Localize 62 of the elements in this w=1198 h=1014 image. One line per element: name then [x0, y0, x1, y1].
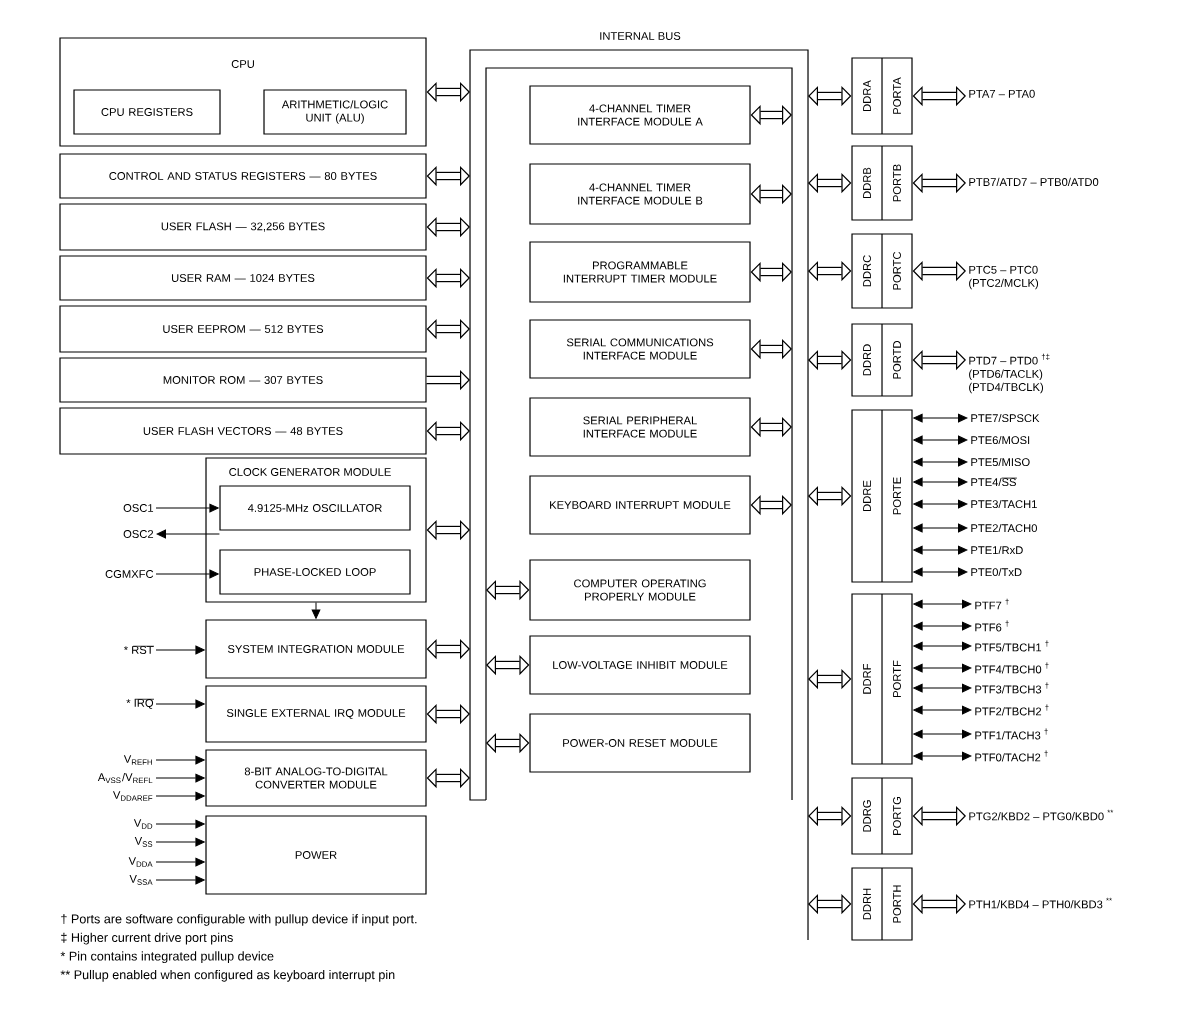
bus-arrow — [750, 183, 792, 205]
bus-arrow — [426, 318, 470, 340]
arrow — [913, 751, 972, 761]
arrow — [913, 621, 972, 631]
bus-arrow — [750, 338, 792, 360]
arrow — [913, 663, 972, 673]
arrow — [913, 545, 968, 555]
arrow — [913, 683, 972, 693]
bus-arrow — [486, 732, 530, 754]
arrow — [913, 567, 968, 577]
bus-arrow — [426, 81, 470, 103]
bus-arrow — [912, 260, 966, 282]
bus-arrow — [808, 172, 852, 194]
arrow — [155, 837, 205, 847]
bus-arrow — [426, 767, 470, 789]
arrow — [156, 529, 220, 539]
arrow — [913, 599, 972, 609]
bus-arrow — [426, 216, 470, 238]
arrow — [155, 773, 205, 783]
bus-arrow — [750, 416, 792, 438]
bus-arrow — [808, 893, 852, 915]
bus-arrow — [808, 85, 852, 107]
bus-arrow — [426, 420, 470, 442]
bus-arrow — [750, 261, 792, 283]
arrow — [155, 755, 205, 765]
arrow — [913, 641, 972, 651]
bus-arrow — [426, 519, 470, 541]
arrow — [913, 705, 972, 715]
bus-arrow — [808, 260, 852, 282]
bus-arrow — [912, 172, 966, 194]
arrow — [913, 457, 968, 467]
arrow — [155, 503, 219, 513]
bus-arrow — [808, 485, 852, 507]
arrow — [913, 523, 968, 533]
arrow — [913, 499, 968, 509]
arrow — [155, 875, 205, 885]
bus-arrow — [486, 579, 530, 601]
bus-arrow — [486, 654, 530, 676]
arrow — [155, 699, 205, 709]
arrow — [913, 435, 968, 445]
arrow — [155, 857, 205, 867]
arrow — [311, 602, 321, 619]
arrow — [155, 791, 205, 801]
bus-arrow — [750, 104, 792, 126]
arrow — [155, 819, 205, 829]
bus-arrow — [426, 267, 470, 289]
bus-arrow — [808, 805, 852, 827]
arrow — [913, 477, 968, 487]
bus-arrow — [808, 668, 852, 690]
bus-arrow — [426, 638, 470, 660]
bus-arrow — [912, 893, 966, 915]
bus-arrow — [912, 805, 966, 827]
arrow — [155, 645, 205, 655]
arrow — [913, 729, 972, 739]
bus-arrow — [426, 703, 470, 725]
arrow — [913, 413, 968, 423]
bus-arrow — [750, 494, 792, 516]
bus-arrow — [912, 349, 966, 371]
arrow — [155, 569, 219, 579]
bus-arrow — [426, 165, 470, 187]
bus-arrow — [912, 85, 966, 107]
bus-arrow — [808, 349, 852, 371]
